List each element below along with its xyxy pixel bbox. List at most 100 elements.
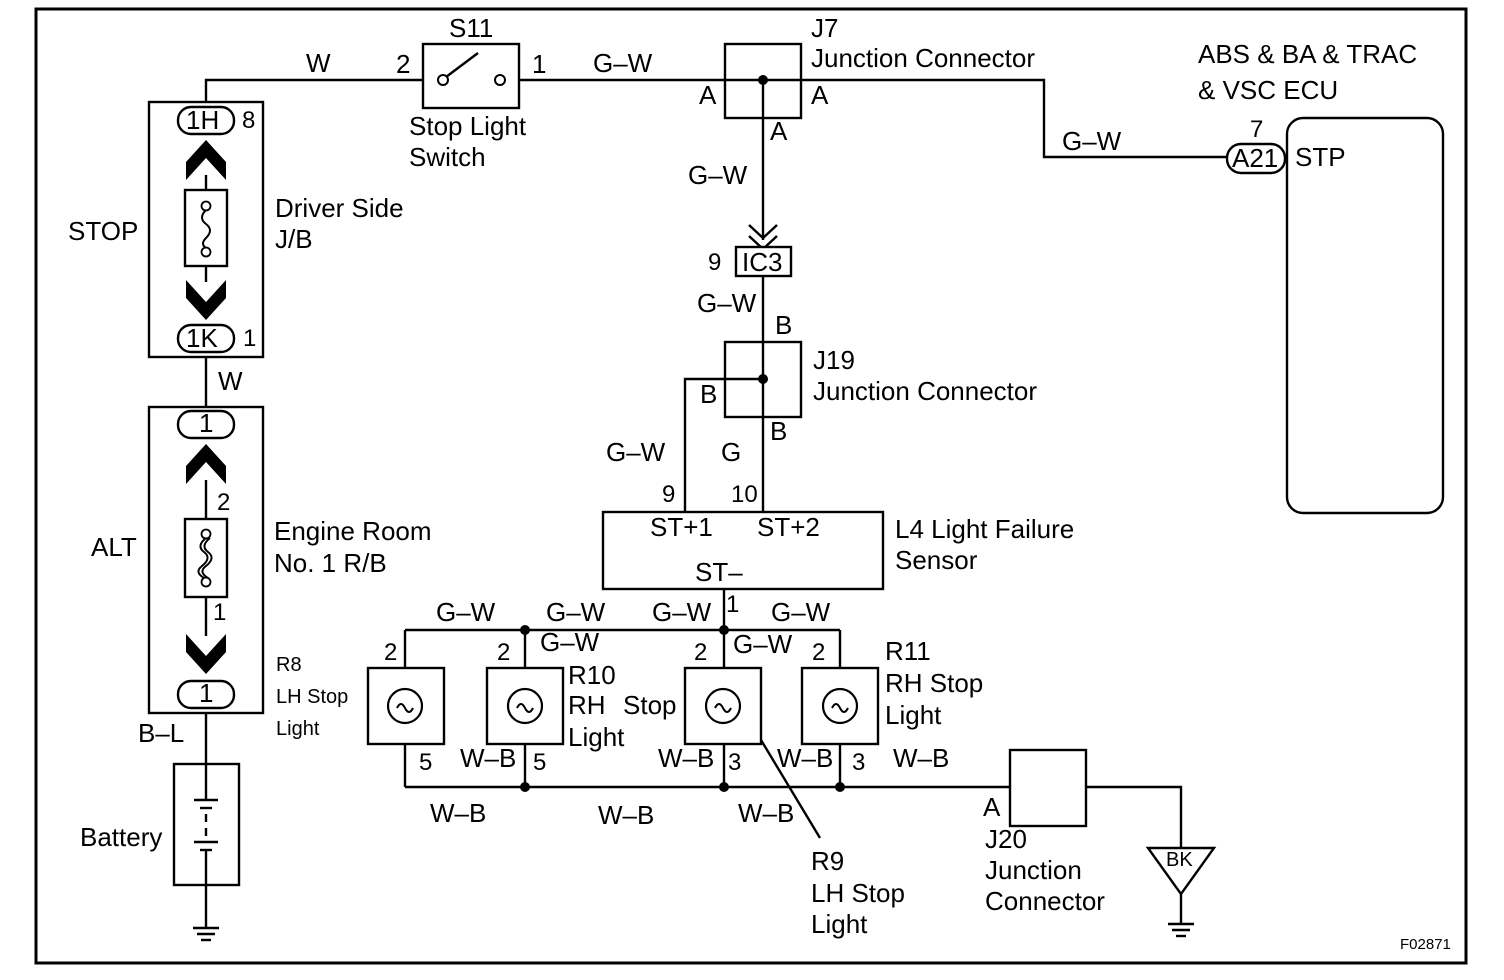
switch-contact-left bbox=[437, 74, 449, 86]
wire-w-top bbox=[204, 78, 423, 108]
wire-gw-bus-1: G–W bbox=[436, 597, 496, 627]
jb-chevron-up bbox=[186, 140, 226, 180]
conn-rb-bottom bbox=[176, 679, 236, 710]
j7-label: Junction Connector bbox=[811, 43, 1035, 73]
rb-pin-mid-bottom: 1 bbox=[213, 599, 226, 626]
engine-rb-label-line1: Engine Room bbox=[274, 516, 432, 546]
wire-gw-bus-2: G–W bbox=[546, 597, 606, 627]
j19-pin-bottom: B bbox=[770, 416, 787, 446]
j7-pin-bottom: A bbox=[770, 116, 788, 146]
ic3-label: IC3 bbox=[742, 247, 782, 277]
battery-label: Battery bbox=[80, 822, 162, 852]
lamp-r9-pin-bottom: 3 bbox=[728, 749, 741, 776]
wire-w-jb-rb-label: W bbox=[218, 366, 243, 396]
j19-label: Junction Connector bbox=[813, 376, 1037, 406]
sensor-pin-1: 1 bbox=[726, 591, 739, 618]
ground-bk-icon bbox=[1145, 846, 1217, 897]
lamp-r9-pin-top: 2 bbox=[694, 639, 707, 666]
wire-gw-ic3-label: G–W bbox=[697, 288, 757, 318]
wire-gw-j19-left-label: G–W bbox=[606, 437, 666, 467]
lamp-r10-stop-word: Stop bbox=[623, 690, 677, 720]
s11-label-line1: Stop Light bbox=[409, 111, 527, 141]
engine-rb-label-line2: No. 1 R/B bbox=[274, 548, 387, 578]
lamp-r11-pin-top: 2 bbox=[812, 639, 825, 666]
wire-wb-r11-label: W–B bbox=[777, 743, 833, 773]
conn-rb-top-label: 1 bbox=[199, 408, 213, 438]
bulb-r8-filament bbox=[396, 703, 414, 713]
wire-gw-j7-ecu bbox=[801, 78, 1227, 159]
stop-fuse-contact-top bbox=[200, 200, 212, 212]
bulb-r11-filament bbox=[831, 703, 849, 713]
j19-id: J19 bbox=[813, 345, 855, 375]
wire-gw-ecu-label: G–W bbox=[1062, 126, 1122, 156]
diagram-border bbox=[34, 7, 1468, 965]
j20-pin: A bbox=[983, 792, 1001, 822]
a21-connector-label: A21 bbox=[1232, 143, 1278, 173]
wire-gw-j7-down-label: G–W bbox=[688, 160, 748, 190]
wire-gw-bus-3: G–W bbox=[652, 597, 712, 627]
ic3-connector bbox=[734, 245, 793, 278]
wire-w-label: W bbox=[306, 48, 331, 78]
conn-1k-label: 1K bbox=[186, 323, 218, 353]
j7-pin-right: A bbox=[811, 80, 829, 110]
sensor-pin-9: 9 bbox=[662, 481, 675, 508]
sensor-label-line1: L4 Light Failure bbox=[895, 514, 1074, 544]
conn-1h-label: 1H bbox=[186, 105, 219, 135]
s11-label-line2: Switch bbox=[409, 142, 486, 172]
a21-connector bbox=[1225, 142, 1287, 175]
driver-jb-label-line2: J/B bbox=[275, 224, 313, 254]
wire-wb-right-label: W–B bbox=[893, 743, 949, 773]
wire-gw-bus-6: G–W bbox=[733, 629, 793, 659]
jb-chevron-down bbox=[186, 280, 226, 320]
j7-splice-dot bbox=[758, 75, 768, 85]
wire-wb-bus-1: W–B bbox=[430, 798, 486, 828]
s11-pin-left: 2 bbox=[396, 49, 410, 79]
sensor-st-minus: ST– bbox=[695, 557, 743, 587]
lamp-r8-line1: LH Stop bbox=[276, 686, 348, 708]
lamp-r10-id: R10 bbox=[568, 660, 616, 690]
ground-dot-r9 bbox=[719, 782, 729, 792]
ecu-terminal-stp: STP bbox=[1295, 142, 1346, 172]
j19-pin-top: B bbox=[775, 310, 792, 340]
switch-contact-right bbox=[494, 74, 506, 86]
rb-chevron-up bbox=[186, 444, 226, 484]
wire-bl-label: B–L bbox=[138, 718, 184, 748]
lamp-r8-id: R8 bbox=[276, 654, 302, 676]
lamp-r10-line1: RH bbox=[568, 690, 606, 720]
sensor-label-line2: Sensor bbox=[895, 545, 978, 575]
sensor-st2: ST+2 bbox=[757, 512, 820, 542]
wire-gw-bus-4: G–W bbox=[771, 597, 831, 627]
wire-wb-bus-2: W–B bbox=[598, 800, 654, 830]
conn-1k-pin: 1 bbox=[243, 325, 256, 352]
sensor-pin-10: 10 bbox=[731, 481, 758, 508]
conn-1h-pin: 8 bbox=[242, 107, 255, 134]
lamp-r9-line1: LH Stop bbox=[811, 878, 905, 908]
s11-pin-right: 1 bbox=[532, 49, 546, 79]
conn-rb-bottom-label: 1 bbox=[199, 678, 213, 708]
wire-j20-ground bbox=[1086, 785, 1183, 848]
stop-light-switch bbox=[421, 42, 521, 110]
wire-wb-bus-3: W–B bbox=[738, 798, 794, 828]
lamp-r10-pin-top: 2 bbox=[497, 639, 510, 666]
sensor-st1: ST+1 bbox=[650, 512, 713, 542]
alt-fuse-element-2 bbox=[201, 537, 213, 579]
alt-fuse-label: ALT bbox=[91, 532, 137, 562]
ground-dot-r10 bbox=[520, 782, 530, 792]
j20-id: J20 bbox=[985, 824, 1027, 854]
j19-splice-dot bbox=[758, 374, 768, 384]
stop-fuse-element bbox=[201, 209, 211, 249]
alt-fuse-contact-top bbox=[200, 528, 212, 540]
ground-dot-r11 bbox=[835, 782, 845, 792]
switch-lever bbox=[445, 52, 479, 78]
ecu-title-line1: ABS & BA & TRAC bbox=[1198, 39, 1417, 69]
rb-pin-mid-top: 2 bbox=[217, 489, 230, 516]
lamp-r11-line1: RH Stop bbox=[885, 668, 983, 698]
stop-fuse-contact-bottom bbox=[200, 246, 212, 258]
lamp-r9-id: R9 bbox=[811, 846, 844, 876]
lamp-r10-pin-bottom: 5 bbox=[533, 749, 546, 776]
j7-pin-left: A bbox=[699, 80, 717, 110]
conn-rb-top bbox=[176, 409, 236, 440]
lamp-r11-line2: Light bbox=[885, 700, 942, 730]
conn-1k bbox=[176, 323, 236, 354]
